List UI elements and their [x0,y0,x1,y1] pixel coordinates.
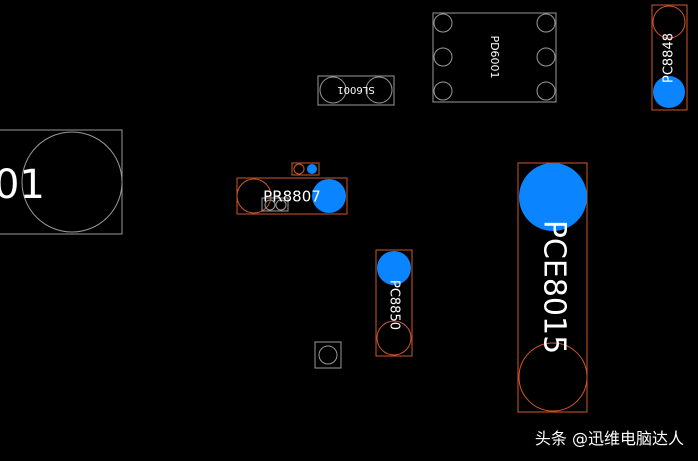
watermark-text: 头条 @迅维电脑达人 [534,429,684,448]
pad-pc8848 [653,76,685,108]
component-pc8848[interactable]: PC8848 [651,4,688,111]
component-sl6001[interactable]: SL6001 [317,75,395,106]
component-pce8015[interactable]: PCE8015 [517,162,588,413]
component-label-pd6001: PD6001 [488,35,501,78]
component-left-partial[interactable]: 01 [0,129,123,235]
component-pr8807[interactable]: PR8807 [236,177,348,215]
pad-pce8015 [519,163,587,231]
component-pc8850[interactable]: PC8850 [375,249,413,357]
component-label-pc8848: PC8848 [662,33,677,83]
component-label-left: 01 [0,162,45,208]
pad-small-top [307,164,317,174]
component-pd6001[interactable]: PD6001 [432,12,557,103]
component-small-top[interactable] [291,162,320,176]
component-label-pce8015: PCE8015 [537,220,572,354]
component-label-pr8807: PR8807 [263,188,321,206]
pad-pc8850 [377,251,411,285]
pad-pr8807 [312,179,346,213]
component-label-pc8850: PC8850 [387,280,402,330]
component-label-sl6001: SL6001 [337,84,374,95]
component-small-bottom[interactable] [314,341,342,369]
